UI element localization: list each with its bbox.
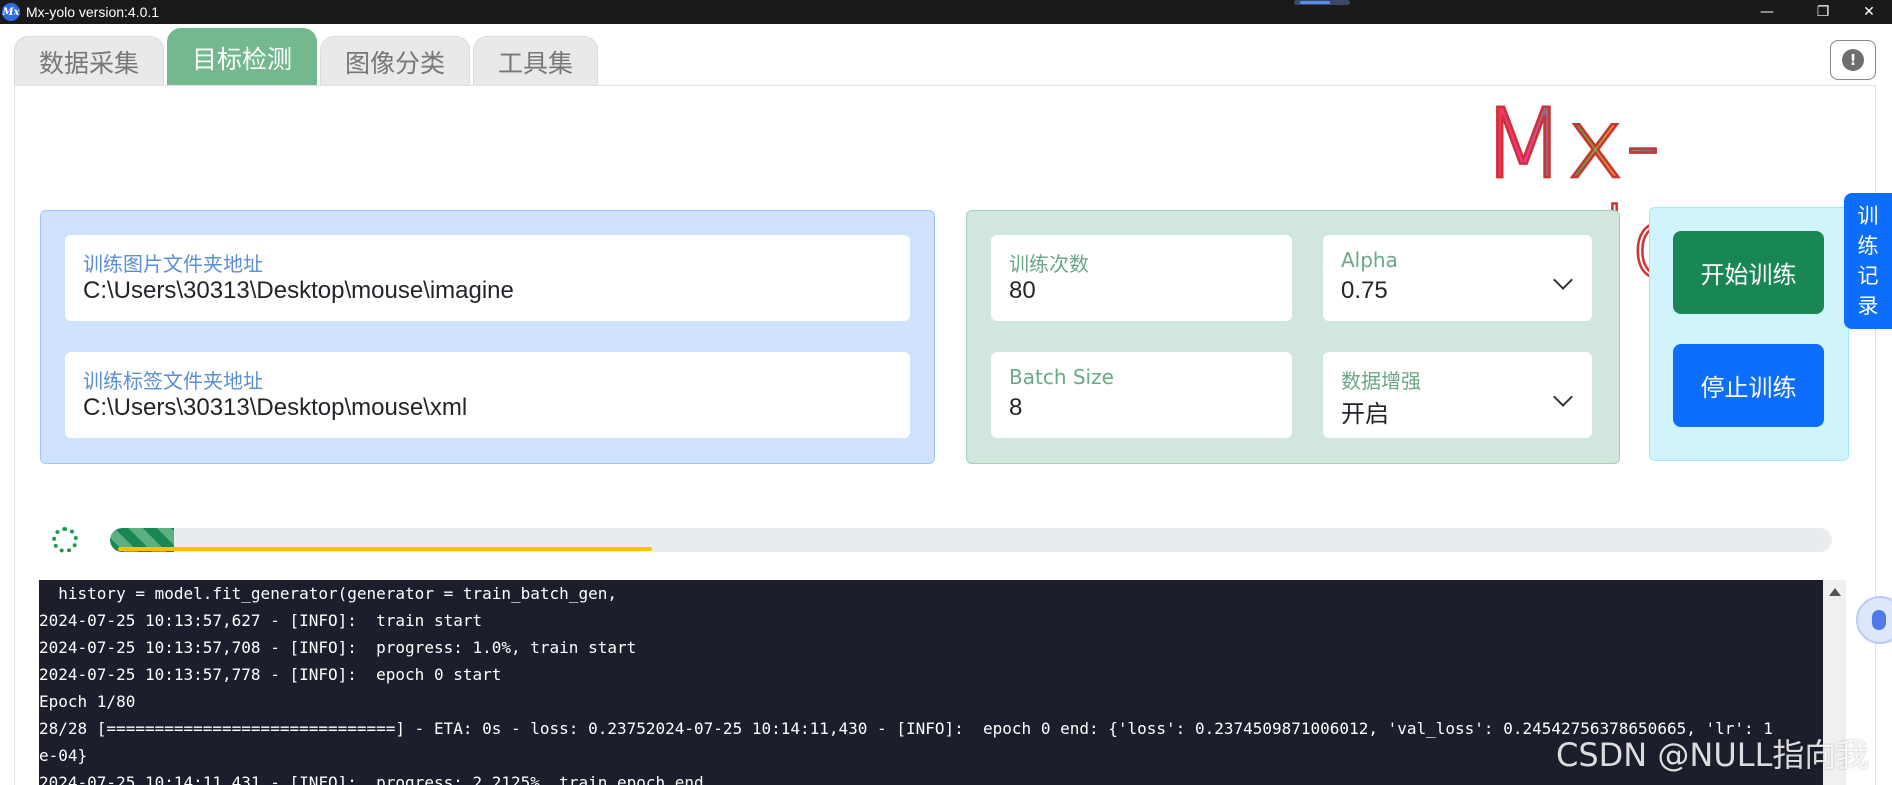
batch-size-label: Batch Size [1009,365,1114,389]
window-title: Mx-yolo version:4.0.1 [26,4,160,20]
history-char: 练 [1857,234,1879,258]
title-bar-indicator [1294,0,1350,5]
history-char: 记 [1857,264,1879,288]
augmentation-select[interactable]: 数据增强 开启 [1323,352,1592,438]
start-training-button[interactable]: 开始训练 [1673,231,1824,314]
log-line: 2024-07-25 10:13:57,778 - [INFO]: epoch … [39,665,502,684]
image-folder-field[interactable]: 训练图片文件夹地址 C:\Users\30313\Desktop\mouse\i… [65,235,910,321]
alpha-select[interactable]: Alpha 0.75 [1323,235,1592,321]
log-line: e-04} [39,746,88,765]
log-line: history = model.fit_generator(generator … [39,584,617,603]
tab-data-collection[interactable]: 数据采集 [14,36,165,86]
history-char: 训 [1857,204,1879,228]
image-folder-input[interactable]: C:\Users\30313\Desktop\mouse\imagine [83,277,514,304]
floating-assistant-icon[interactable] [1856,596,1892,644]
tab-image-classification[interactable]: 图像分类 [320,36,471,86]
label-folder-label: 训练标签文件夹地址 [83,369,263,393]
label-folder-field[interactable]: 训练标签文件夹地址 C:\Users\30313\Desktop\mouse\x… [65,352,910,438]
log-line: 28/28 [==============================] -… [39,719,1773,738]
maximize-button[interactable]: ❐ [1816,4,1830,20]
log-line: 2024-07-25 10:13:57,627 - [INFO]: train … [39,611,483,630]
chevron-down-icon [1553,387,1573,407]
training-log-console[interactable]: history = model.fit_generator(generator … [39,580,1823,785]
watermark: CSDN @NULL指向我 [1556,736,1869,774]
image-folder-label: 训练图片文件夹地址 [83,252,263,276]
log-line: 2024-07-25 10:14:11,431 - [INFO]: progre… [39,773,704,785]
augmentation-value: 开启 [1341,401,1389,428]
chevron-down-icon [1553,270,1573,290]
stop-training-button[interactable]: 停止训练 [1673,344,1824,427]
epochs-label: 训练次数 [1009,252,1089,276]
log-line: 2024-07-25 10:13:57,708 - [INFO]: progre… [39,638,637,657]
content-frame [14,85,1876,785]
main-tabs: 数据采集 目标检测 图像分类 工具集 [14,28,601,86]
close-button[interactable]: ✕ [1863,4,1875,20]
alpha-value: 0.75 [1341,277,1388,304]
console-scrollbar[interactable] [1823,580,1846,785]
log-line: Epoch 1/80 [39,692,136,711]
scroll-up-arrow-icon[interactable] [1829,588,1841,596]
epochs-field[interactable]: 训练次数 80 [991,235,1292,321]
title-bar: Mx Mx-yolo version:4.0.1 — ❐ ✕ [0,0,1892,24]
params-panel: 训练次数 80 Alpha 0.75 Batch Size 8 数据增强 开启 [966,210,1620,464]
app-logo-icon: Mx [2,3,20,21]
mx-yolo-logo: Mx-yolo [1481,93,1852,296]
minimize-button[interactable]: — [1760,4,1774,20]
loading-spinner-icon [52,527,78,553]
label-folder-input[interactable]: C:\Users\30313\Desktop\mouse\xml [83,394,468,421]
exclamation-icon: ! [1842,49,1864,71]
augmentation-label: 数据增强 [1341,369,1421,393]
batch-size-field[interactable]: Batch Size 8 [991,352,1292,438]
info-button[interactable]: ! [1830,40,1876,80]
tab-toolkit[interactable]: 工具集 [473,36,599,86]
batch-size-input[interactable]: 8 [1009,394,1023,421]
epochs-input[interactable]: 80 [1009,277,1036,304]
history-char: 录 [1857,294,1879,318]
path-panel: 训练图片文件夹地址 C:\Users\30313\Desktop\mouse\i… [40,210,935,464]
secondary-progress-bar [118,547,652,551]
tab-object-detection[interactable]: 目标检测 [167,28,318,86]
training-history-tab[interactable]: 训 练 记 录 [1844,193,1892,329]
alpha-label: Alpha [1341,248,1398,272]
